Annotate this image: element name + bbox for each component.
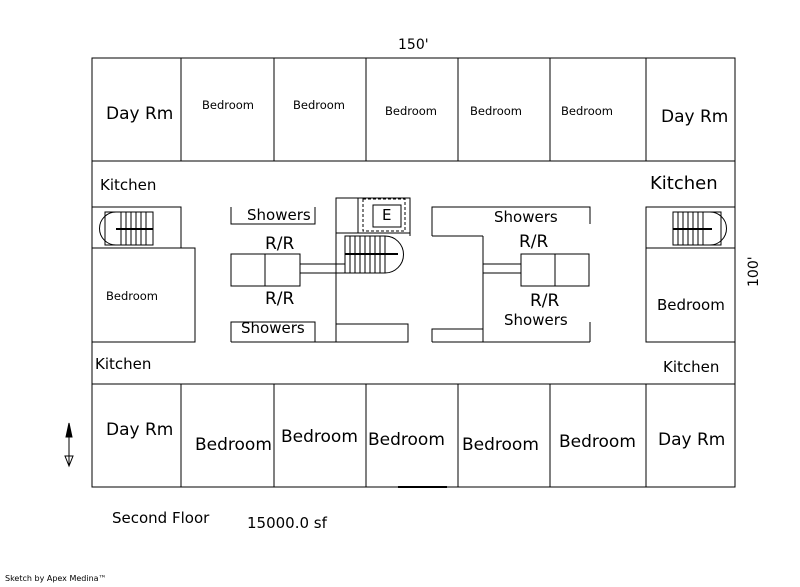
elevator-shaft bbox=[362, 198, 406, 232]
north-arrow-icon bbox=[64, 422, 74, 468]
room-bedroom-bottom-3: Bedroom bbox=[368, 430, 445, 450]
room-rr-upper-left: R/R bbox=[265, 234, 295, 254]
floor-name: Second Floor bbox=[112, 509, 210, 527]
room-bedroom-mid-left: Bedroom bbox=[106, 289, 159, 303]
room-bedroom-bottom-2: Bedroom bbox=[281, 427, 358, 447]
room-day-rm-top-right: Day Rm bbox=[661, 107, 729, 127]
room-showers-upper-left: Showers bbox=[247, 206, 311, 224]
elevator-label: E bbox=[382, 206, 392, 224]
room-kitchen-lower-left: Kitchen bbox=[95, 355, 152, 373]
room-bedroom-top-3: Bedroom bbox=[385, 104, 438, 118]
room-showers-lower-right: Showers bbox=[504, 311, 568, 329]
room-day-rm-bottom-right: Day Rm bbox=[658, 430, 726, 450]
room-bedroom-bottom-1: Bedroom bbox=[195, 435, 272, 455]
room-rr-lower-left: R/R bbox=[265, 289, 295, 309]
room-bedroom-top-4: Bedroom bbox=[470, 104, 523, 118]
room-showers-lower-left: Showers bbox=[241, 319, 305, 337]
room-day-rm-bottom-left: Day Rm bbox=[106, 420, 174, 440]
sketch-credit: Sketch by Apex Medina™ bbox=[5, 574, 107, 583]
room-bedroom-top-5: Bedroom bbox=[561, 104, 614, 118]
room-kitchen-lower-right: Kitchen bbox=[663, 358, 720, 376]
depth-dimension: 100' bbox=[746, 256, 762, 287]
room-rr-lower-right: R/R bbox=[530, 291, 560, 311]
room-bedroom-top-2: Bedroom bbox=[293, 98, 346, 112]
room-bedroom-bottom-4: Bedroom bbox=[462, 435, 539, 455]
room-kitchen-upper-left: Kitchen bbox=[100, 176, 157, 194]
room-day-rm-top-left: Day Rm bbox=[106, 104, 174, 124]
room-showers-upper-right: Showers bbox=[494, 208, 558, 226]
room-kitchen-upper-right: Kitchen bbox=[650, 173, 718, 194]
width-dimension: 150' bbox=[398, 37, 429, 53]
building-outline bbox=[91, 57, 736, 488]
floor-area: 15000.0 sf bbox=[247, 514, 327, 532]
room-bedroom-mid-right: Bedroom bbox=[657, 296, 725, 314]
room-bedroom-bottom-5: Bedroom bbox=[559, 432, 636, 452]
room-rr-upper-right: R/R bbox=[519, 232, 549, 252]
room-bedroom-top-1: Bedroom bbox=[202, 98, 255, 112]
